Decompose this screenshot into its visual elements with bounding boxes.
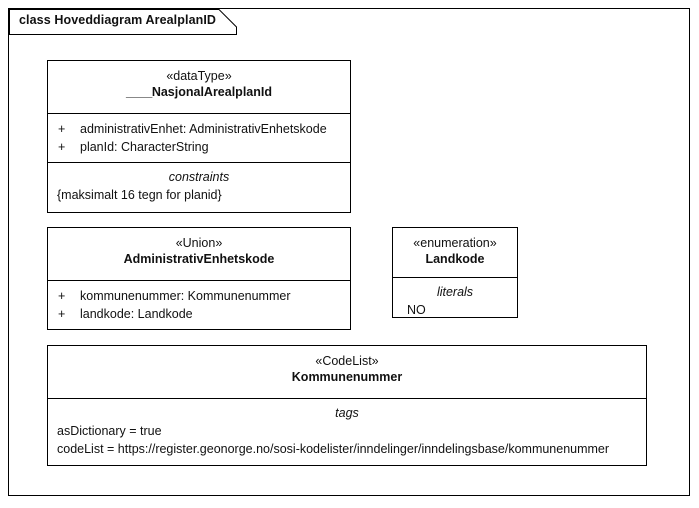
class-stereotype: «CodeList» [315, 354, 379, 368]
class-stereotype: «Union» [175, 236, 223, 250]
section-line: NO [407, 303, 426, 317]
class-stereotype: «enumeration» [413, 236, 497, 250]
attribute-row: + administrativEnhet: AdministrativEnhet… [54, 120, 344, 138]
class-stereotype: «dataType» [166, 69, 232, 83]
section-title: literals [436, 285, 474, 299]
class-tags-kommunenummer: tags asDictionary = true codeList = http… [48, 399, 646, 466]
attribute-visibility: + [58, 140, 66, 154]
attribute-row: + kommunenummer: Kommunenummer [54, 287, 344, 305]
class-constraints-nasjonalarealplanid: constraints {maksimalt 16 tegn for plani… [48, 163, 350, 212]
attribute-row: + landkode: Landkode [54, 305, 344, 323]
class-name: Kommunenummer [291, 370, 403, 384]
class-name: AdministrativEnhetskode [123, 252, 275, 266]
diagram-frame: class Hoveddiagram ArealplanID «dataType… [8, 8, 690, 496]
class-box-administrativenhetskode[interactable]: «Union» AdministrativEnhetskode + kommun… [47, 227, 351, 330]
class-attributes-administrativenhetskode: + kommunenummer: Kommunenummer + landkod… [48, 281, 350, 330]
class-name: NasjonalArealplanId [54, 84, 344, 101]
attribute-visibility: + [58, 122, 66, 136]
attribute-text: landkode: Landkode [80, 307, 193, 321]
class-box-nasjonalarealplanid[interactable]: «dataType» NasjonalArealplanId + adminis… [47, 60, 351, 213]
section-line: {maksimalt 16 tegn for planid} [57, 188, 222, 202]
diagram-frame-name-tab: class Hoveddiagram ArealplanID [9, 9, 237, 35]
frame-tab-shape [9, 9, 237, 35]
class-header-kommunenummer: «CodeList» Kommunenummer [48, 346, 646, 399]
attribute-visibility: + [58, 289, 66, 303]
attribute-text: kommunenummer: Kommunenummer [80, 289, 291, 303]
class-header-administrativenhetskode: «Union» AdministrativEnhetskode [48, 228, 350, 281]
attribute-row: + planId: CharacterString [54, 138, 344, 156]
attribute-text: planId: CharacterString [80, 140, 209, 154]
class-name: Landkode [425, 252, 485, 266]
section-line: codeList = https://register.geonorge.no/… [57, 442, 610, 456]
section-title: tags [335, 406, 359, 420]
diagram-frame-label: class Hoveddiagram ArealplanID [19, 13, 217, 27]
class-attributes-nasjonalarealplanid: + administrativEnhet: AdministrativEnhet… [48, 114, 350, 163]
class-header-nasjonalarealplanid: «dataType» NasjonalArealplanId [48, 61, 350, 114]
class-header-landkode: «enumeration» Landkode [393, 228, 517, 278]
section-title: constraints [168, 170, 230, 184]
section-line: asDictionary = true [57, 424, 162, 438]
attribute-visibility: + [58, 307, 66, 321]
class-box-landkode[interactable]: «enumeration» Landkode literals NO [392, 227, 518, 318]
attribute-text: administrativEnhet: AdministrativEnhetsk… [80, 122, 327, 136]
class-box-kommunenummer[interactable]: «CodeList» Kommunenummer tags asDictiona… [47, 345, 647, 466]
class-literals-landkode: literals NO [393, 278, 517, 327]
